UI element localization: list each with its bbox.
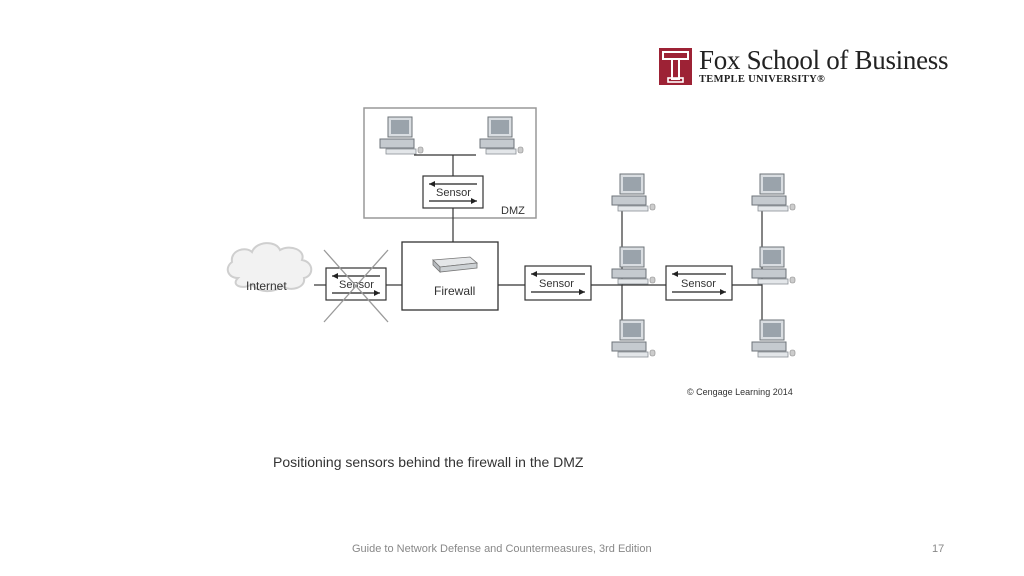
dmz-sensor-label: Sensor [436,187,471,199]
firewall-label: Firewall [434,284,475,298]
dmz-computer-right [479,116,524,155]
internet-label: Internet [246,279,287,293]
internal-sensor-right: Sensor [665,265,733,301]
internal-sensor-left-label: Sensor [539,278,574,290]
firewall: Firewall [401,241,499,311]
temple-t-icon [659,48,692,85]
network-diagram: DMZ Sensor Firewall Internet [220,100,820,410]
slide-caption: Positioning sensors behind the firewall … [273,454,584,470]
logo-school-name: Fox School of Business [699,45,949,75]
internal-sensor-right-label: Sensor [681,278,716,290]
dmz-zone [363,107,537,219]
internal-computer-left-top [611,173,656,212]
internal-computer-right-bottom [751,319,796,358]
copyright-text: © Cengage Learning 2014 [687,387,793,397]
internet-cloud: Internet [226,242,313,293]
internal-computer-left-bottom [611,319,656,358]
internal-computer-left-middle [611,246,656,285]
page-number: 17 [932,543,945,555]
fox-school-logo: Fox School of Business TEMPLE UNIVERSITY… [659,45,949,88]
internal-computer-right-middle [751,246,796,285]
logo-university-name: TEMPLE UNIVERSITY® [699,74,826,85]
internal-computer-right-top [751,173,796,212]
dmz-computer-left [379,116,424,155]
dmz-label: DMZ [501,205,525,217]
internal-sensor-left: Sensor [524,265,592,301]
external-sensor-crossed: Sensor [323,249,389,323]
slide-footer: Guide to Network Defense and Countermeas… [352,543,652,555]
dmz-sensor: Sensor [422,175,484,209]
